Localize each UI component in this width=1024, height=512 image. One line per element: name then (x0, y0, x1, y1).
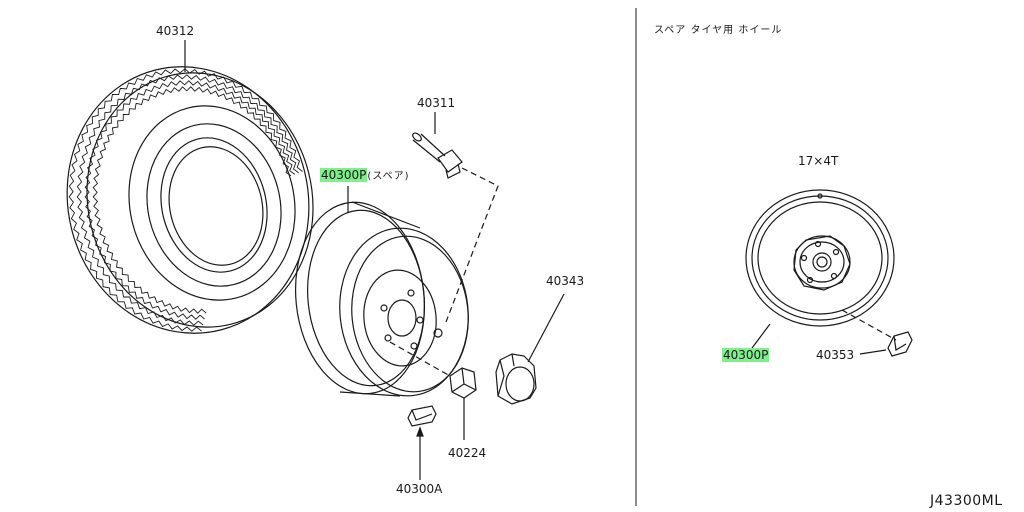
label-40300P-left: 40300P (320, 168, 368, 182)
label-40311: 40311 (417, 96, 456, 110)
label-40300P-right-wrap: 40300P (722, 348, 770, 362)
label-40300P-left-wrap: 40300P(スペア) (320, 168, 410, 184)
wheel-drawing-right (745, 189, 895, 327)
label-40300A: 40300A (396, 482, 443, 496)
label-40312: 40312 (156, 24, 195, 38)
label-spare-note: (スペア) (367, 171, 410, 182)
hub-dashed-line (389, 341, 451, 377)
valve-drawing (412, 132, 463, 179)
nut-drawing (449, 367, 477, 399)
valve-dashed-leader (445, 167, 499, 323)
leader-40300P-right (751, 323, 771, 349)
weight-drawing-right (887, 331, 913, 357)
weight-drawing-left (407, 405, 437, 427)
label-40343: 40343 (546, 274, 585, 288)
tire-drawing (66, 66, 314, 334)
right-panel-heading: スペア タイヤ用 ホイール (654, 25, 783, 36)
drawing-code: J43300ML (930, 493, 1003, 509)
label-40224: 40224 (448, 446, 487, 460)
label-40353: 40353 (816, 348, 855, 362)
label-40300P-right: 40300P (722, 348, 770, 362)
label-wheel-size: 17×4T (798, 154, 839, 168)
arrow-40300A (416, 426, 424, 437)
wheel-drawing-left (294, 201, 469, 397)
weight-dashed-leader (841, 309, 897, 341)
leader-40353 (859, 349, 887, 355)
ornament-drawing (495, 353, 537, 405)
leader-40343 (527, 293, 565, 363)
